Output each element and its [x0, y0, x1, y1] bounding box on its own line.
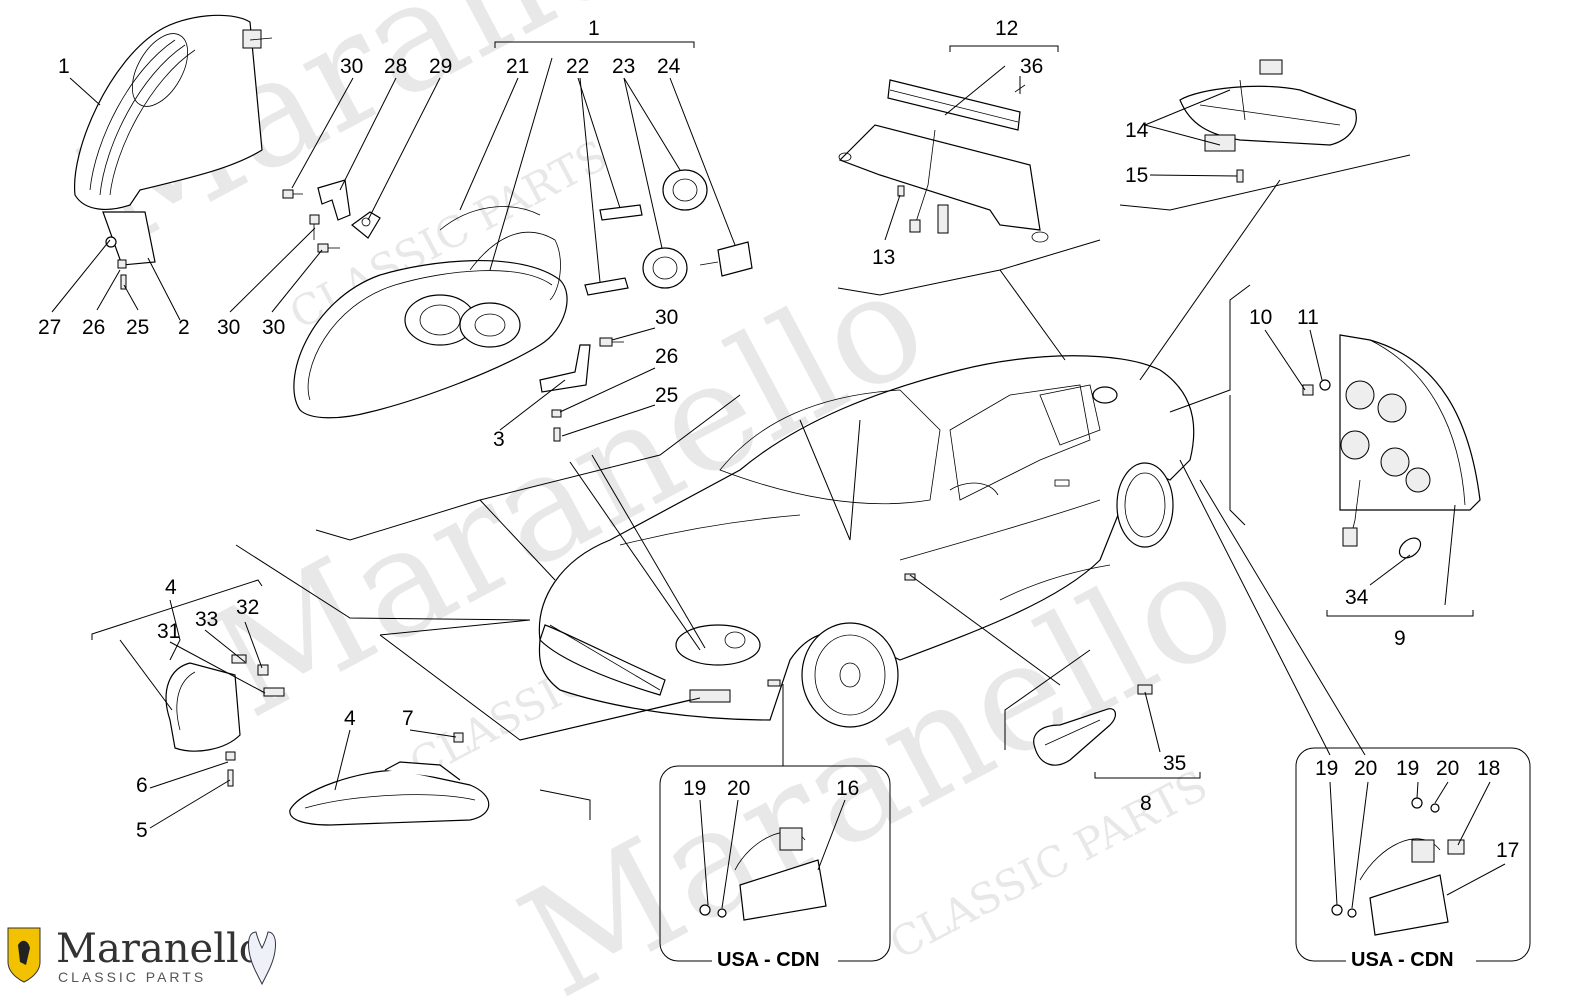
tail-lamp: [1302, 334, 1481, 559]
callout-25-main: 25: [655, 384, 678, 407]
side-repeater: [1033, 684, 1153, 766]
brand-tagline: CLASSIC PARTS: [58, 969, 206, 985]
callout-4-upper: 4: [165, 576, 177, 599]
car-body: [538, 355, 1195, 728]
callout-10: 10: [1249, 306, 1272, 329]
callout-25-headlamp: 25: [126, 316, 149, 339]
callout-2: 2: [178, 316, 190, 339]
callout-8: 8: [1140, 792, 1152, 815]
brand-logo: Maranello CLASSIC PARTS: [7, 926, 276, 986]
callout-36: 36: [1020, 55, 1043, 78]
callout-22: 22: [566, 55, 589, 78]
usa-cdn-label-right: USA - CDN: [1351, 949, 1454, 971]
callout-6: 6: [136, 774, 148, 797]
callout-12: 12: [995, 17, 1018, 40]
headlamp-side-view: [73, 14, 273, 290]
callout-14: 14: [1125, 119, 1149, 142]
callout-33: 33: [195, 608, 218, 631]
front-indicator-assembly: [165, 654, 285, 787]
callout-31: 31: [157, 620, 180, 643]
callout-labels: 1 1 2 3 4 4 5 6 7 8 9 10 11 12 13 14 15 …: [38, 17, 1519, 862]
callout-19-left: 19: [683, 777, 706, 800]
callout-27: 27: [38, 316, 61, 339]
mounting-bracket-parts: [282, 179, 381, 253]
callout-35: 35: [1163, 752, 1186, 775]
leader-lines: [51, 41, 1506, 909]
callout-30-main: 30: [655, 306, 678, 329]
callout-1-headlamp: 1: [58, 55, 70, 78]
brand-name: Maranello: [56, 926, 263, 972]
callout-32: 32: [236, 596, 259, 619]
callout-11: 11: [1297, 306, 1319, 329]
callout-19-right-a: 19: [1315, 757, 1338, 780]
callout-20-left: 20: [727, 777, 750, 800]
callout-5: 5: [136, 819, 148, 842]
callout-30-top: 30: [340, 55, 363, 78]
callout-17: 17: [1496, 839, 1519, 862]
front-indicator-lamp: [289, 732, 490, 826]
callout-23: 23: [612, 55, 635, 78]
callout-18: 18: [1477, 757, 1500, 780]
maserati-trident-icon: [248, 931, 276, 986]
callout-7: 7: [402, 707, 414, 730]
usa-cdn-label-left: USA - CDN: [717, 949, 820, 971]
callout-26-main: 26: [655, 345, 678, 368]
usa-cdn-box-left: [659, 765, 891, 972]
callout-34: 34: [1345, 586, 1369, 609]
callout-15: 15: [1125, 164, 1148, 187]
callout-26-headlamp: 26: [82, 316, 105, 339]
callout-24: 24: [657, 55, 681, 78]
headlamp-main: [293, 169, 753, 442]
callout-20-right-a: 20: [1354, 757, 1377, 780]
callout-29: 29: [429, 55, 452, 78]
callout-30-left-a: 30: [217, 316, 240, 339]
callout-20-right-b: 20: [1436, 757, 1459, 780]
callout-4-lower: 4: [344, 707, 356, 730]
callout-3: 3: [493, 428, 505, 451]
callout-9: 9: [1394, 627, 1406, 650]
callout-16: 16: [836, 777, 859, 800]
callout-21: 21: [506, 55, 529, 78]
third-brake-light: [838, 79, 1049, 243]
usa-cdn-box-right: [1295, 747, 1531, 972]
callout-28: 28: [384, 55, 407, 78]
license-plate-light: [1179, 59, 1357, 183]
callout-30-left-b: 30: [262, 316, 285, 339]
callout-1-group: 1: [588, 17, 600, 40]
callout-13: 13: [872, 246, 895, 269]
callout-19-right-b: 19: [1396, 757, 1419, 780]
